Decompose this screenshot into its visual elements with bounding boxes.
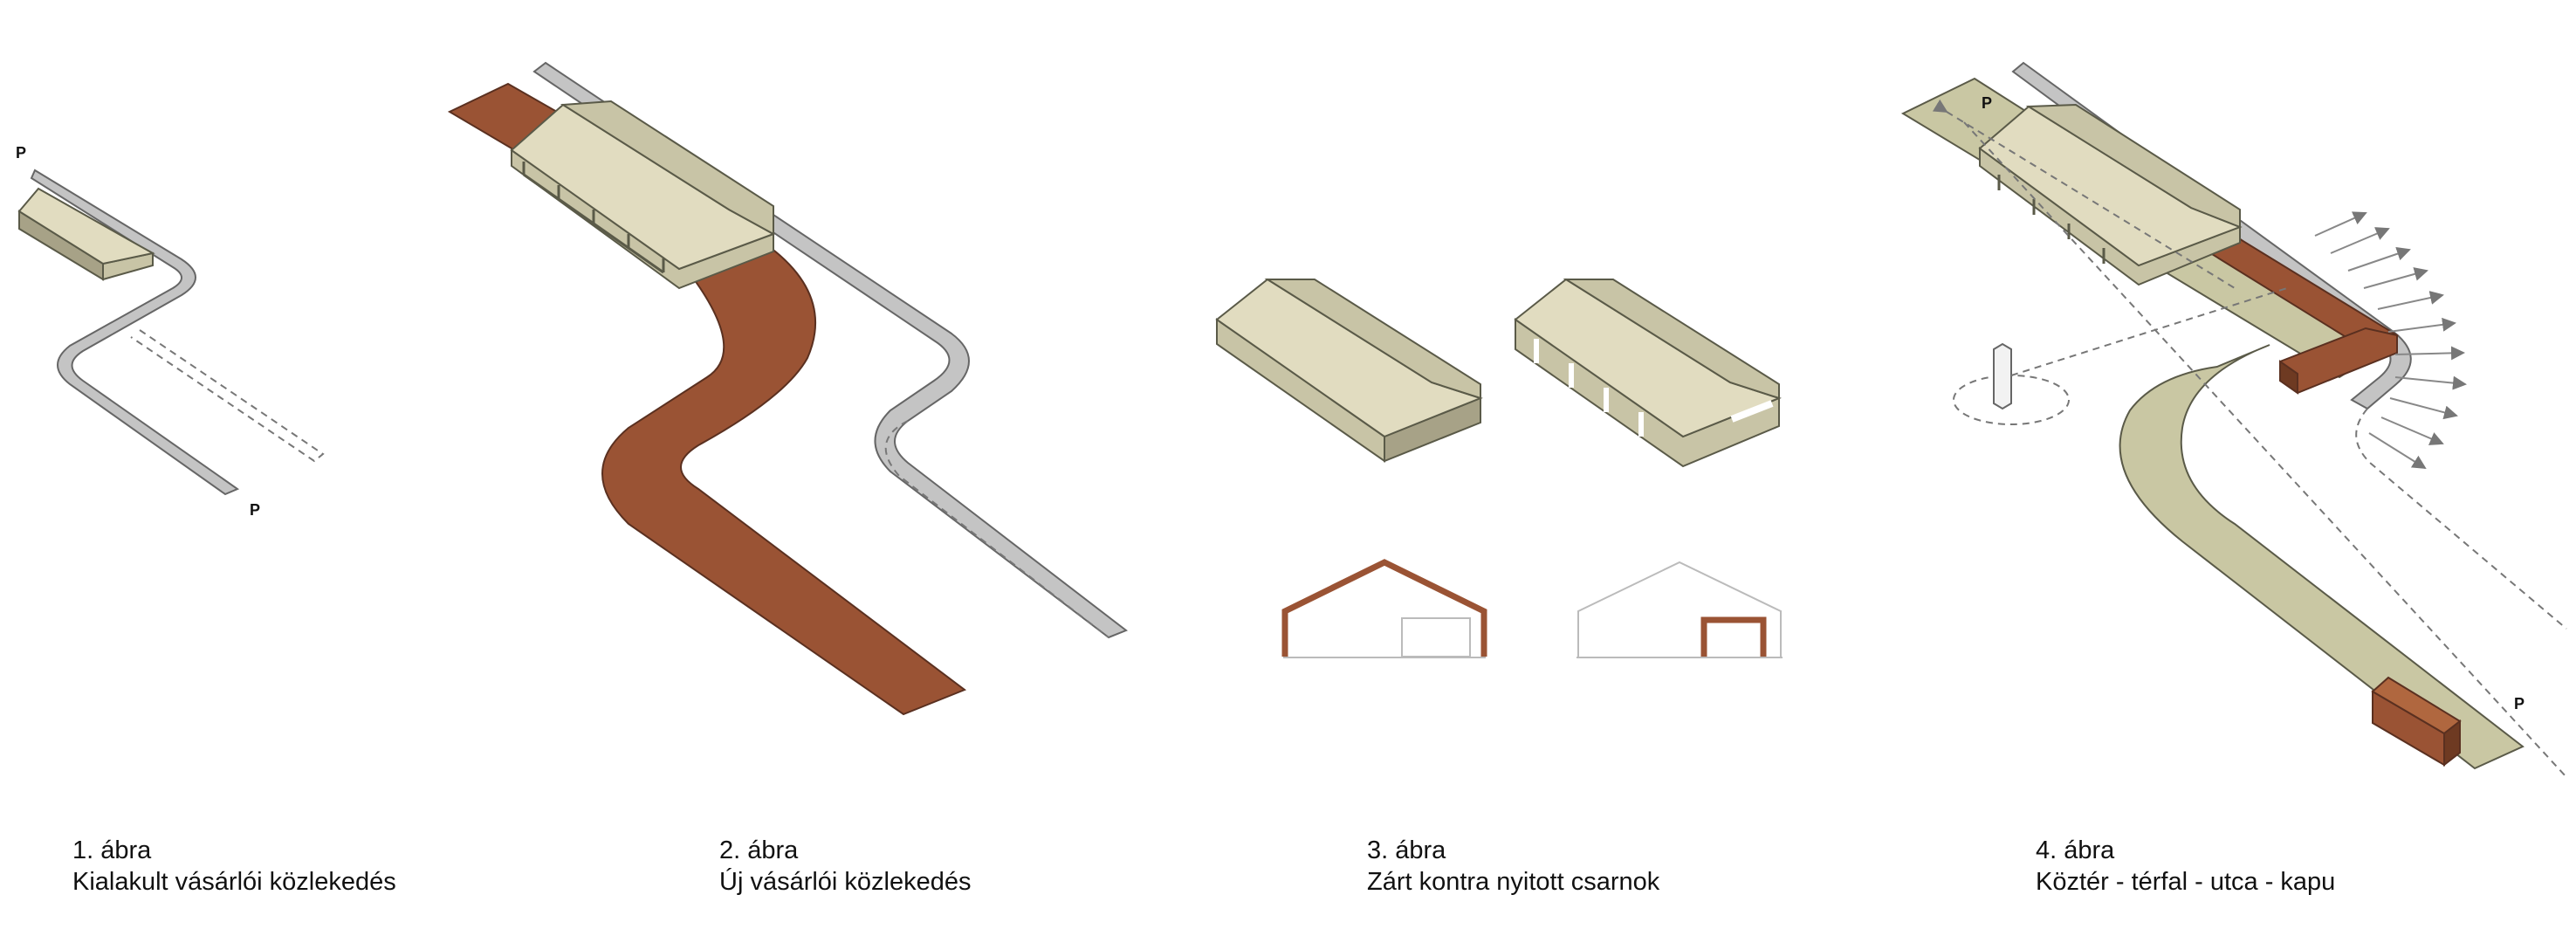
- fig4-axis-line-3: [1932, 99, 2236, 289]
- figure-1-diagram: P P: [16, 144, 325, 519]
- figure-2-caption: 2. ábra Új vásárlói közlekedés: [719, 835, 972, 898]
- fig4-axis-line-2: [2010, 287, 2288, 376]
- figure-1-number: 1. ábra: [72, 836, 152, 864]
- fig4-street: [2119, 344, 2524, 770]
- fig2-dashed-path: [884, 420, 1109, 638]
- figure-4-title: Köztér - térfal - utca - kapu: [2036, 868, 2336, 896]
- fig4-view-arrows: [2314, 211, 2467, 470]
- fig4-gate: [2371, 676, 2462, 767]
- figure-4-diagram: P P: [1900, 61, 2567, 778]
- fig1-parking-label-top: P: [16, 144, 26, 162]
- fig4-parking-label-bottom: P: [2514, 695, 2524, 712]
- fig1-dashed-path: [130, 329, 325, 463]
- fig1-hall: [17, 187, 155, 281]
- fig3-closed-hall: [1215, 278, 1483, 463]
- fig2-brown-path: [601, 232, 967, 716]
- fig2-open-hall: [510, 100, 776, 290]
- figure-4-number: 4. ábra: [2036, 836, 2115, 864]
- fig3-open-hall: [1514, 278, 1782, 468]
- fig3-closed-section: [1281, 559, 1487, 658]
- figure-2-number: 2. ábra: [719, 836, 799, 864]
- fig4-hall: [1978, 103, 2243, 286]
- fig1-road: [30, 169, 240, 496]
- figure-2-diagram: [447, 61, 1129, 716]
- figure-3-title: Zárt kontra nyitott csarnok: [1367, 868, 1660, 896]
- figure-3-number: 3. ábra: [1367, 836, 1446, 864]
- fig1-parking-label-bottom: P: [250, 501, 260, 519]
- fig4-axis-line: [1963, 121, 2567, 778]
- figure-2-title: Új vásárlói közlekedés: [719, 868, 972, 896]
- figure-1-title: Kialakult vásárlói közlekedés: [72, 868, 396, 896]
- fig4-parking-label-top: P: [1982, 94, 1992, 112]
- fig3-open-section: [1577, 561, 1783, 658]
- figure-3-caption: 3. ábra Zárt kontra nyitott csarnok: [1367, 835, 1659, 898]
- fig4-tower: [1953, 342, 2070, 425]
- figure-1-caption: 1. ábra Kialakult vásárlói közlekedés: [72, 835, 396, 898]
- figure-4-caption: 4. ábra Köztér - térfal - utca - kapu: [2036, 835, 2335, 898]
- figure-3-diagram: [1215, 278, 1783, 658]
- fig4-dashed-road: [2355, 408, 2567, 630]
